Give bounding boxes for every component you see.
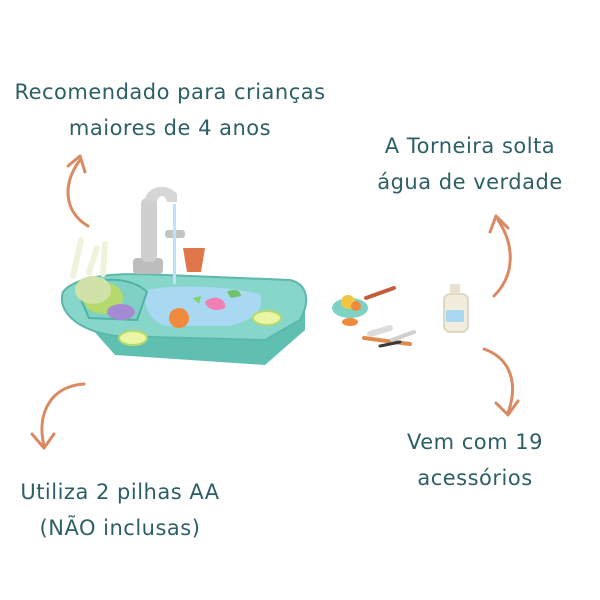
tap-caption-line1: A Torneira solta bbox=[384, 134, 556, 158]
accessories-caption: Vem com 19 acessórios bbox=[390, 424, 560, 496]
age-caption-line1: Recomendado para crianças bbox=[14, 80, 326, 104]
tap-caption-line2: água de verdade bbox=[377, 170, 563, 194]
real-water-tap-caption: A Torneira solta água de verdade bbox=[360, 128, 580, 200]
toy-sink-illustration bbox=[60, 186, 308, 365]
curved-arrow-down-icon bbox=[482, 347, 520, 417]
accessories-caption-line2: acessórios bbox=[417, 466, 533, 490]
age-caption-line2: maiores de 4 anos bbox=[68, 116, 272, 140]
batteries-caption-line1: Utiliza 2 pilhas AA bbox=[20, 480, 220, 504]
batteries-caption: Utiliza 2 pilhas AA (NÃO inclusas) bbox=[0, 474, 240, 546]
age-recommendation-caption: Recomendado para crianças maiores de 4 a… bbox=[0, 74, 340, 146]
batteries-caption-line2: (NÃO inclusas) bbox=[39, 516, 201, 540]
curved-arrow-down-icon bbox=[30, 382, 86, 450]
curved-arrow-up-icon bbox=[488, 214, 512, 298]
accessories-illustration bbox=[332, 284, 469, 348]
accessories-caption-line1: Vem com 19 bbox=[406, 430, 544, 454]
curved-arrow-up-icon bbox=[66, 154, 90, 228]
